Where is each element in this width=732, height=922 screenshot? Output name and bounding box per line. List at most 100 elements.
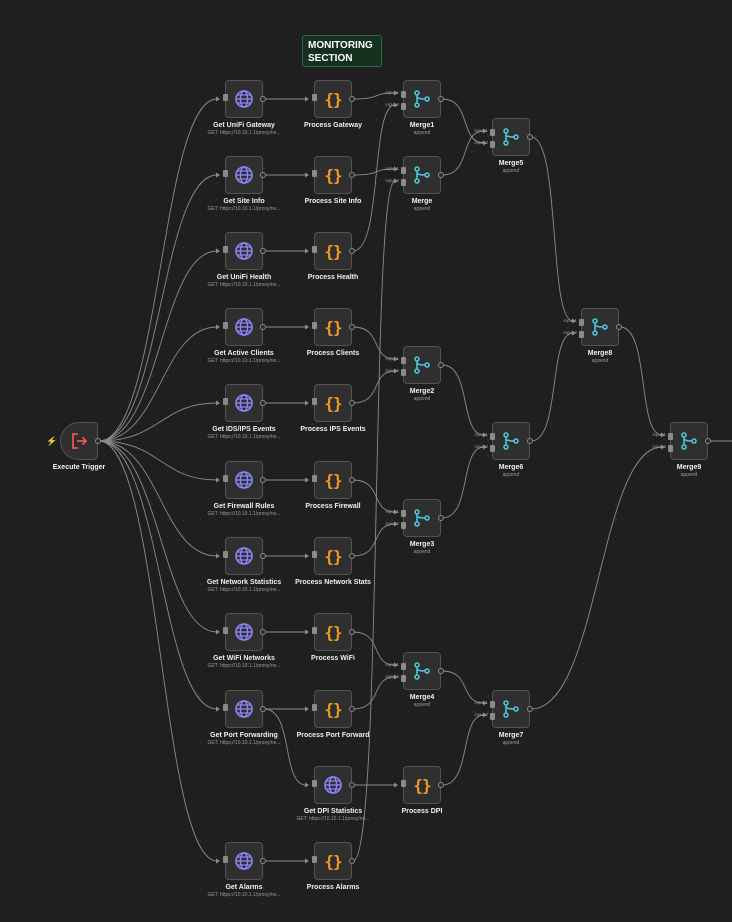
output-port[interactable] (527, 438, 533, 444)
input-port[interactable] (312, 94, 317, 101)
output-port[interactable] (260, 629, 266, 635)
input-port[interactable] (401, 675, 406, 682)
node-code-site[interactable]: {} (312, 156, 355, 194)
input-port[interactable] (490, 433, 495, 440)
connection-merge8-to-merge9[interactable] (619, 326, 663, 436)
output-port[interactable] (438, 782, 444, 788)
input-port[interactable] (401, 369, 406, 376)
node-http-health[interactable] (223, 232, 266, 270)
input-port[interactable] (223, 170, 228, 177)
node-http-firewall[interactable] (223, 461, 266, 499)
input-port[interactable] (401, 103, 406, 110)
output-port[interactable] (349, 629, 355, 635)
connection-http_portfwd-to-http_dpi[interactable] (263, 708, 307, 786)
connection-merge7-to-merge9[interactable] (530, 446, 663, 710)
node-merge4[interactable] (401, 652, 444, 690)
node-http-alarms[interactable] (223, 842, 266, 880)
node-merge1[interactable] (401, 80, 444, 118)
input-port[interactable] (668, 433, 673, 440)
input-port[interactable] (312, 627, 317, 634)
input-port[interactable] (401, 91, 406, 98)
input-port[interactable] (312, 322, 317, 329)
node-code-wifi[interactable]: {} (312, 613, 355, 651)
output-port[interactable] (527, 706, 533, 712)
output-port[interactable] (349, 96, 355, 102)
node-http-portfwd[interactable] (223, 690, 266, 728)
node-http-wifi[interactable] (223, 613, 266, 651)
output-port[interactable] (349, 858, 355, 864)
input-port[interactable] (401, 167, 406, 174)
output-port[interactable] (95, 438, 101, 444)
node-code-health[interactable]: {} (312, 232, 355, 270)
input-port[interactable] (490, 445, 495, 452)
connection-trigger-to-http_firewall[interactable] (98, 440, 218, 481)
node-code-clients[interactable]: {} (312, 308, 355, 346)
node-code-portfwd[interactable]: {} (312, 690, 355, 728)
node-http-netstats[interactable] (223, 537, 266, 575)
input-port[interactable] (312, 246, 317, 253)
output-port[interactable] (260, 400, 266, 406)
input-port[interactable] (223, 322, 228, 329)
connection-code_dpi-to-merge7[interactable] (441, 714, 485, 786)
node-code-dpi[interactable]: {} (401, 766, 444, 804)
output-port[interactable] (438, 96, 444, 102)
node-merge[interactable] (401, 156, 444, 194)
connection-trigger-to-http_clients[interactable] (98, 326, 218, 442)
output-port[interactable] (349, 553, 355, 559)
output-port[interactable] (349, 248, 355, 254)
input-port[interactable] (668, 445, 673, 452)
output-port[interactable] (260, 324, 266, 330)
node-http-site[interactable] (223, 156, 266, 194)
input-port[interactable] (401, 663, 406, 670)
node-merge2[interactable] (401, 346, 444, 384)
input-port[interactable] (579, 319, 584, 326)
input-port[interactable] (312, 856, 317, 863)
input-port[interactable] (312, 170, 317, 177)
input-port[interactable] (401, 522, 406, 529)
input-port[interactable] (223, 551, 228, 558)
input-port[interactable] (312, 475, 317, 482)
input-port[interactable] (223, 856, 228, 863)
output-port[interactable] (260, 96, 266, 102)
input-port[interactable] (401, 357, 406, 364)
node-merge3[interactable] (401, 499, 444, 537)
output-port[interactable] (260, 858, 266, 864)
input-port[interactable] (223, 704, 228, 711)
input-port[interactable] (490, 141, 495, 148)
input-port[interactable] (490, 713, 495, 720)
node-merge8[interactable] (579, 308, 622, 346)
node-merge5[interactable] (490, 118, 533, 156)
node-merge9[interactable] (668, 422, 711, 460)
input-port[interactable] (401, 510, 406, 517)
output-port[interactable] (438, 362, 444, 368)
node-code-netstats[interactable]: {} (312, 537, 355, 575)
input-port[interactable] (312, 704, 317, 711)
node-http-dpi[interactable] (312, 766, 355, 804)
output-port[interactable] (438, 668, 444, 674)
input-port[interactable] (312, 398, 317, 405)
input-port[interactable] (223, 398, 228, 405)
output-port[interactable] (260, 248, 266, 254)
node-code-firewall[interactable]: {} (312, 461, 355, 499)
input-port[interactable] (312, 780, 317, 787)
input-port[interactable] (401, 179, 406, 186)
connection-merge3-to-merge6[interactable] (441, 446, 485, 519)
input-port[interactable] (490, 129, 495, 136)
output-port[interactable] (349, 172, 355, 178)
input-port[interactable] (223, 246, 228, 253)
output-port[interactable] (349, 706, 355, 712)
input-port[interactable] (401, 780, 406, 787)
output-port[interactable] (349, 400, 355, 406)
input-port[interactable] (490, 701, 495, 708)
output-port[interactable] (260, 172, 266, 178)
output-port[interactable] (705, 438, 711, 444)
node-http-gateway[interactable] (223, 80, 266, 118)
node-http-clients[interactable] (223, 308, 266, 346)
connection-trigger-to-http_netstats[interactable] (98, 440, 218, 557)
output-port[interactable] (438, 515, 444, 521)
connection-trigger-to-http_site[interactable] (98, 174, 218, 442)
node-merge7[interactable] (490, 690, 533, 728)
sticky-note-monitoring-section[interactable]: MONITORING SECTION (302, 35, 382, 67)
node-code-ips[interactable]: {} (312, 384, 355, 422)
